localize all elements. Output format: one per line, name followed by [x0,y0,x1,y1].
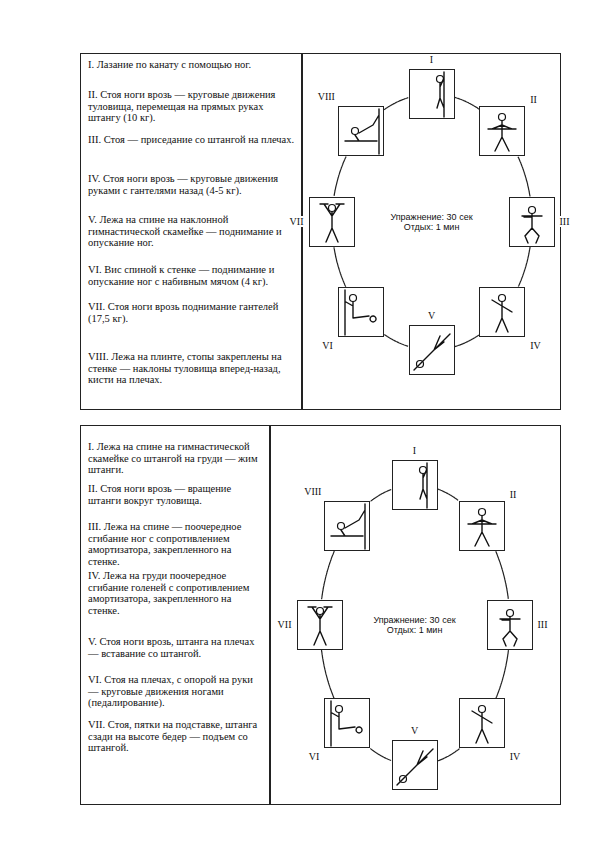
roman-numeral: III [537,619,549,630]
schedule-text: Упражнение: 30 сек Отдых: 1 мин [364,615,466,635]
circuit-arc [334,157,346,196]
exercise-figure [510,198,554,246]
exercise-picture: VIII [338,106,384,156]
exercise-text: VII. Стоя ноги врозь поднимание гантелей… [88,301,296,324]
circuit-arc [370,749,391,761]
circuit-arc [384,335,408,347]
picture-cell: Упражнение: 30 сек Отдых: 1 минIIIIIIIVV… [270,425,561,805]
roman-numeral: VII [289,216,305,227]
roman-numeral: VII [277,619,293,630]
exercise-picture: VII [309,197,355,247]
schedule-text: Упражнение: 30 сек Отдых: 1 мин [381,212,483,232]
picture-cell: Упражнение: 30 сек Отдых: 1 минIIIIIIIVV… [302,53,561,410]
circuit-arc [518,247,530,287]
roman-numeral: IV [509,751,522,762]
circuit-arc [496,650,509,698]
roman-numeral: V [427,310,436,321]
circuit-arc [518,157,530,197]
exercise-figure [480,288,524,336]
text-cell: I. Лежа на спине на гимнастической скаме… [80,425,270,805]
exercise-figure [410,326,454,374]
circuit-arc [496,551,509,599]
exercise-text: IV. Лежа на груди поочередное сгибание г… [88,570,264,616]
exercise-picture: IV [479,287,525,337]
exercise-figure [480,107,524,155]
exercise-picture: V [409,325,455,375]
circuit-arc [438,489,458,500]
exercise-text: VII. Стоя, пятки на подставке, штанга сз… [88,719,264,754]
exercise-text: V. Лежа на спине на наклонной гимнастиче… [88,214,296,249]
exercise-text: I. Лежа на спине на гимнастической скаме… [88,441,264,476]
exercise-text: VIII. Лежа на плинте, стопы закреплены н… [88,351,296,386]
exercise-picture: III [509,197,555,247]
exercise-text: II. Стоя ноги врозь — круговые движения … [88,89,296,124]
exercise-picture: VII [297,600,343,650]
circuit-arc [455,97,479,109]
exercise-picture: I [409,69,455,119]
circuit-arc [322,551,335,599]
exercise-picture: IV [459,698,505,748]
exercise-picture: II [479,106,525,156]
exercise-text: III. Стоя — приседание со штангой на пле… [88,134,296,146]
exercise-picture: III [487,600,533,650]
roman-numeral: VI [321,340,334,351]
exercise-figure [325,699,369,747]
exercise-picture: VI [338,287,384,337]
exercise-figure [310,198,354,246]
roman-numeral: III [559,216,571,227]
exercise-picture: II [459,501,505,551]
circuit-arc [322,650,335,698]
roman-numeral: I [412,445,417,456]
roman-numeral: V [410,725,419,736]
roman-numeral: VIII [317,91,336,102]
exercise-figure [298,601,342,649]
exercise-figure [460,699,504,747]
exercise-text: III. Лежа на спине — поочередное сгибани… [88,521,264,567]
exercise-figure [410,70,454,118]
circuit-arc [371,489,392,501]
exercise-figure [488,601,532,649]
exercise-figure [393,461,437,509]
exercise-figure [339,107,383,155]
roman-numeral: VI [308,751,321,762]
circuit-arc [334,247,346,287]
exercise-figure [460,502,504,550]
circuit-arc [384,98,408,110]
roman-numeral: II [509,489,518,500]
circuit-arc [438,749,460,761]
exercise-picture: VIII [324,501,370,551]
exercise-text: VI. Стоя на плечах, с опорой на руки — к… [88,674,264,709]
exercise-text: V. Стоя ноги врозь, штанга на плечах — в… [88,636,264,659]
roman-numeral: I [429,54,434,65]
roman-numeral: II [529,94,538,105]
exercise-figure [393,741,437,789]
exercise-text: I. Лазание по канату с помощью ног. [88,59,296,71]
circuit-arc [455,335,479,347]
exercise-picture: V [392,740,438,790]
exercise-figure [339,288,383,336]
exercise-text: IV. Стоя ноги врозь — круговые движения … [88,173,296,196]
roman-numeral: VIII [303,486,322,497]
exercise-picture: VI [324,698,370,748]
exercise-text: II. Стоя ноги врозь — вращение штанги во… [88,483,264,506]
roman-numeral: IV [529,340,542,351]
exercise-text: VI. Вис спиной к стенке — поднимание и о… [88,264,296,287]
exercise-figure [325,502,369,550]
text-cell: I. Лазание по канату с помощью ног. II. С… [80,53,302,410]
exercise-picture: I [392,460,438,510]
